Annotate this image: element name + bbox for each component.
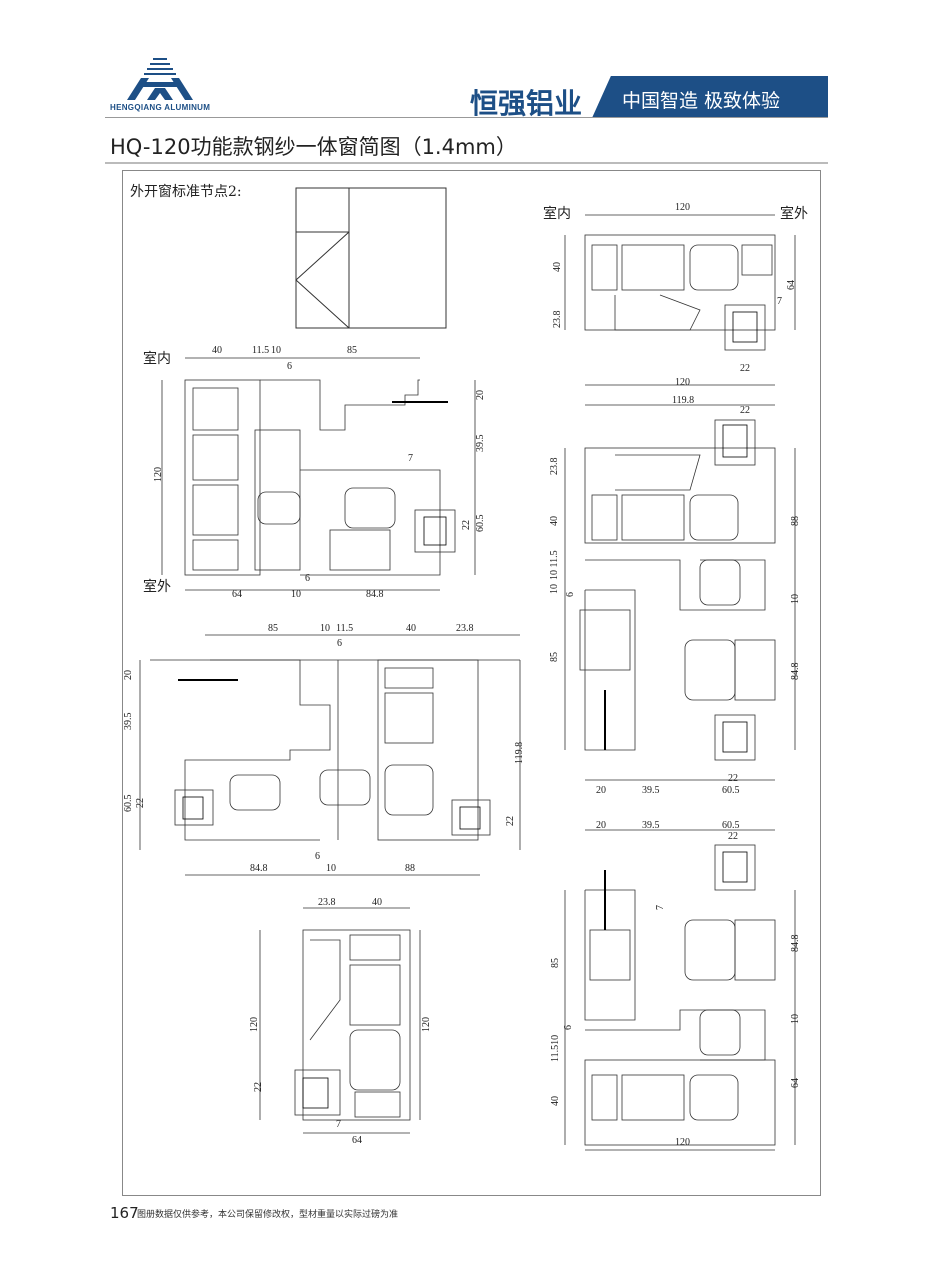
dimension-label: 10 [320, 623, 330, 634]
dimension-label: 40 [552, 262, 563, 272]
dimension-label: 20 [596, 785, 606, 796]
dimension-label: 6 [287, 361, 292, 372]
indoor-label: 室内 [543, 206, 571, 222]
slogan-banner [592, 76, 828, 118]
footer-note: 图册数据仅供参考，本公司保留修改权，型材重量以实际过磅为准 [137, 1210, 399, 1220]
dimension-label: 85 [550, 958, 561, 968]
dimension-label: 22 [505, 816, 516, 826]
dimension-label: 60.5 [722, 820, 740, 831]
dimension-label: 40 [212, 345, 222, 356]
dimension-label: 20 [596, 820, 606, 831]
company-logo [127, 58, 193, 100]
brand-name: 恒强铝业 [470, 87, 583, 120]
dimension-label: 64 [232, 589, 242, 600]
page-title: HQ-120功能款钢纱一体窗简图（1.4mm） [110, 135, 517, 159]
section-drawing-f [564, 829, 796, 1151]
dimension-label: 10 [790, 1014, 801, 1024]
window-opening-diagram [295, 187, 447, 329]
section-drawing-c [259, 907, 421, 1134]
dimension-label: 20 [123, 670, 134, 680]
dimension-label: 10 [291, 589, 301, 600]
section-drawing-b [139, 634, 521, 876]
dimension-label: 64 [352, 1135, 362, 1146]
dimension-label: 40 [406, 623, 416, 634]
dimension-label: 64 [786, 280, 797, 290]
section-drawing-a [161, 357, 476, 591]
dimension-label: 84.8 [790, 662, 801, 681]
dimension-label: 39.5 [642, 820, 660, 831]
dimension-label: 85 [347, 345, 357, 356]
dimension-label: 23.8 [552, 310, 563, 329]
indoor-label: 室内 [143, 351, 171, 367]
logo-text: HENGQIANG ALUMINUM [110, 103, 211, 112]
dimension-label: 40 [549, 516, 560, 526]
dimension-label: 22 [728, 831, 738, 842]
dimension-label: 84.8 [250, 863, 268, 874]
title-divider [105, 162, 828, 164]
dimension-label: 39.5 [475, 434, 486, 453]
dimension-label: 7 [336, 1119, 341, 1130]
dimension-label: 120 [421, 1017, 432, 1032]
dimension-label: 6 [315, 851, 320, 862]
outdoor-label: 室外 [143, 579, 171, 595]
dimension-label: 119.8 [672, 395, 695, 406]
dimension-label: 39.5 [123, 712, 134, 731]
dimension-label: 6 [305, 573, 310, 584]
dimension-label: 22 [740, 405, 750, 416]
dimension-label: 60.5 [475, 514, 486, 533]
dimension-label: 6 [563, 1025, 574, 1030]
dimension-label: 84.8 [790, 934, 801, 953]
dimension-label: 60.5 [123, 794, 134, 813]
dimension-label: 40 [550, 1096, 561, 1106]
dimension-label: 23.8 [456, 623, 474, 634]
dimension-label: 84.8 [366, 589, 384, 600]
dimension-label: 10 [790, 594, 801, 604]
section-drawing-d [564, 214, 796, 386]
dimension-label: 39.5 [642, 785, 660, 796]
drawing-panel [122, 170, 821, 1196]
dimension-label: 22 [253, 1082, 264, 1092]
dimension-label: 11.5 [336, 623, 354, 634]
dimension-label: 120 [153, 467, 164, 482]
dimension-label: 10 11.5 [549, 550, 560, 580]
dimension-label: 85 [549, 652, 560, 662]
dimension-label: 22 [728, 773, 738, 784]
dimension-label: 23.8 [318, 897, 336, 908]
dimension-label: 88 [405, 863, 415, 874]
dimension-label: 10 [549, 584, 560, 594]
dimension-label: 85 [268, 623, 278, 634]
dimension-label: 88 [790, 516, 801, 526]
dimension-label: 6 [337, 638, 342, 649]
dimension-label: 10 [271, 345, 281, 356]
dimension-label: 64 [790, 1078, 801, 1088]
outdoor-label: 室外 [780, 206, 808, 222]
dimension-label: 120 [675, 1137, 690, 1148]
dimension-label: 120 [675, 377, 690, 388]
dimension-label: 22 [461, 520, 472, 530]
dimension-label: 7 [408, 453, 413, 464]
dimension-label: 7 [655, 905, 666, 910]
dimension-label: 60.5 [722, 785, 740, 796]
dimension-label: 11.510 [550, 1034, 561, 1062]
slogan: 中国智造 极致体验 [622, 90, 781, 112]
section-drawing-e [564, 404, 796, 781]
dimension-label: 6 [565, 592, 576, 597]
dimension-label: 120 [675, 202, 690, 213]
dimension-label: 119.8 [514, 741, 525, 764]
dimension-label: 10 [326, 863, 336, 874]
dimension-label: 22 [135, 798, 146, 808]
dimension-label: 11.5 [252, 345, 270, 356]
dimension-label: 20 [475, 390, 486, 400]
dimension-label: 23.8 [549, 457, 560, 476]
dimension-label: 22 [740, 363, 750, 374]
dimension-label: 120 [249, 1017, 260, 1032]
dimension-label: 7 [777, 296, 782, 307]
dimension-label: 40 [372, 897, 382, 908]
node-title: 外开窗标准节点2: [130, 184, 242, 200]
header-divider [105, 117, 828, 118]
page-number: 167 [110, 1204, 139, 1222]
